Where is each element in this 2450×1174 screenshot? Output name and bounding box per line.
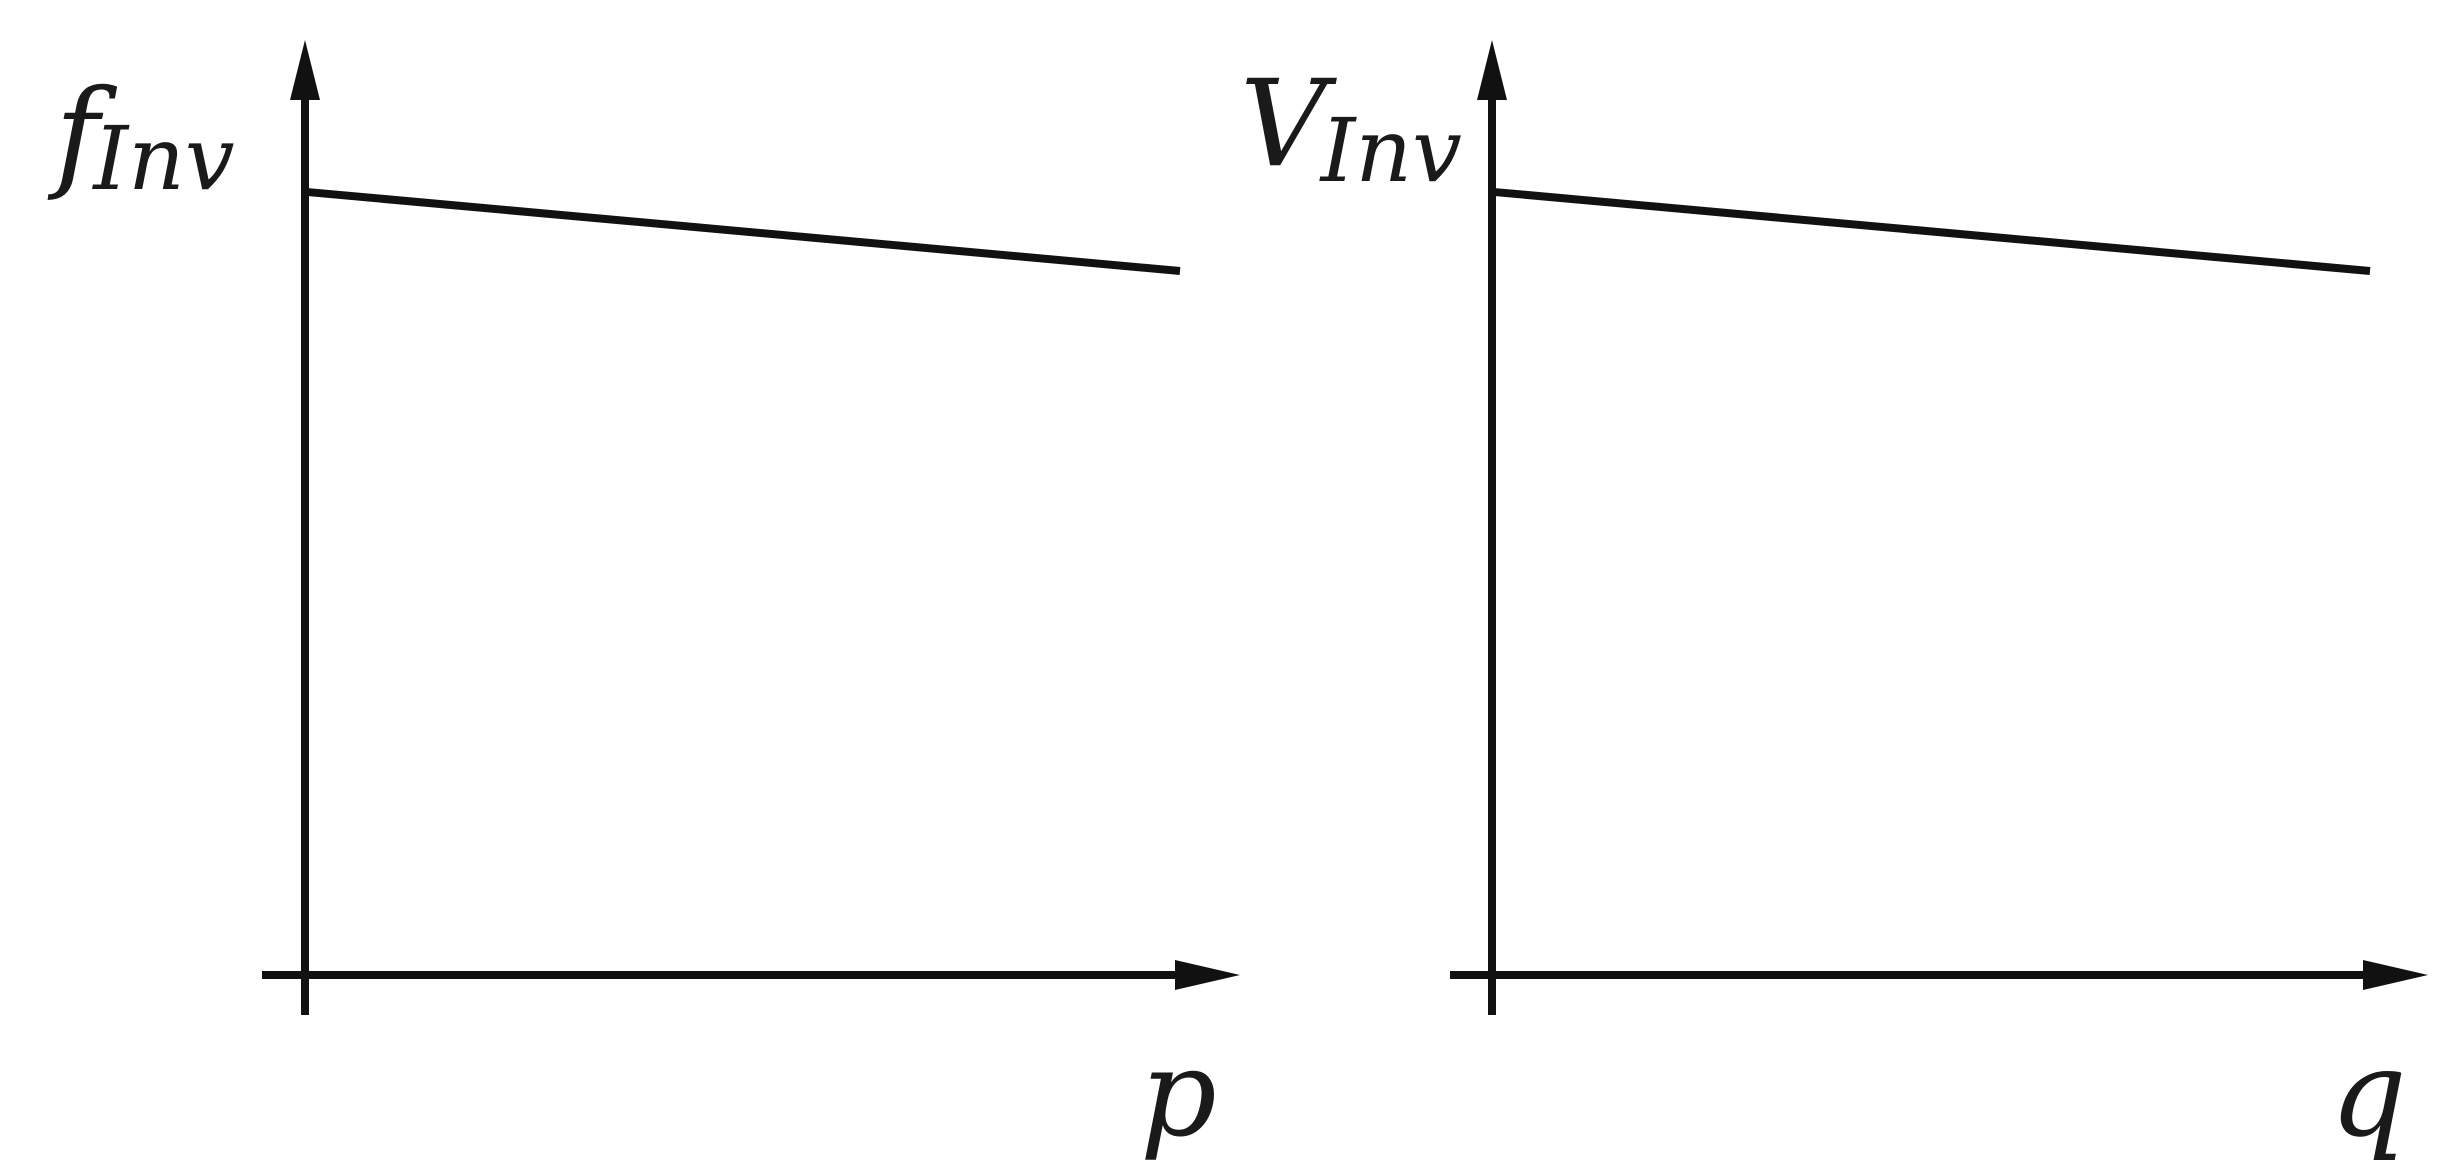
panel-v-vs-q: VInv q (1240, 40, 2428, 1164)
y-axis-arrowhead (1477, 40, 1507, 100)
x-axis-label: q (2330, 1025, 2407, 1164)
x-axis-arrowhead (2363, 960, 2428, 990)
y-axis-arrowhead (290, 40, 320, 100)
x-axis-label: p (1140, 1025, 1217, 1164)
x-axis-arrowhead (1175, 960, 1240, 990)
y-axis-label: VInv (1240, 55, 1462, 202)
panel-f-vs-p: fInv p (47, 40, 1240, 1164)
droop-line-v (1491, 187, 2371, 275)
y-axis-label: fInv (47, 65, 235, 210)
droop-line-f (304, 187, 1181, 275)
